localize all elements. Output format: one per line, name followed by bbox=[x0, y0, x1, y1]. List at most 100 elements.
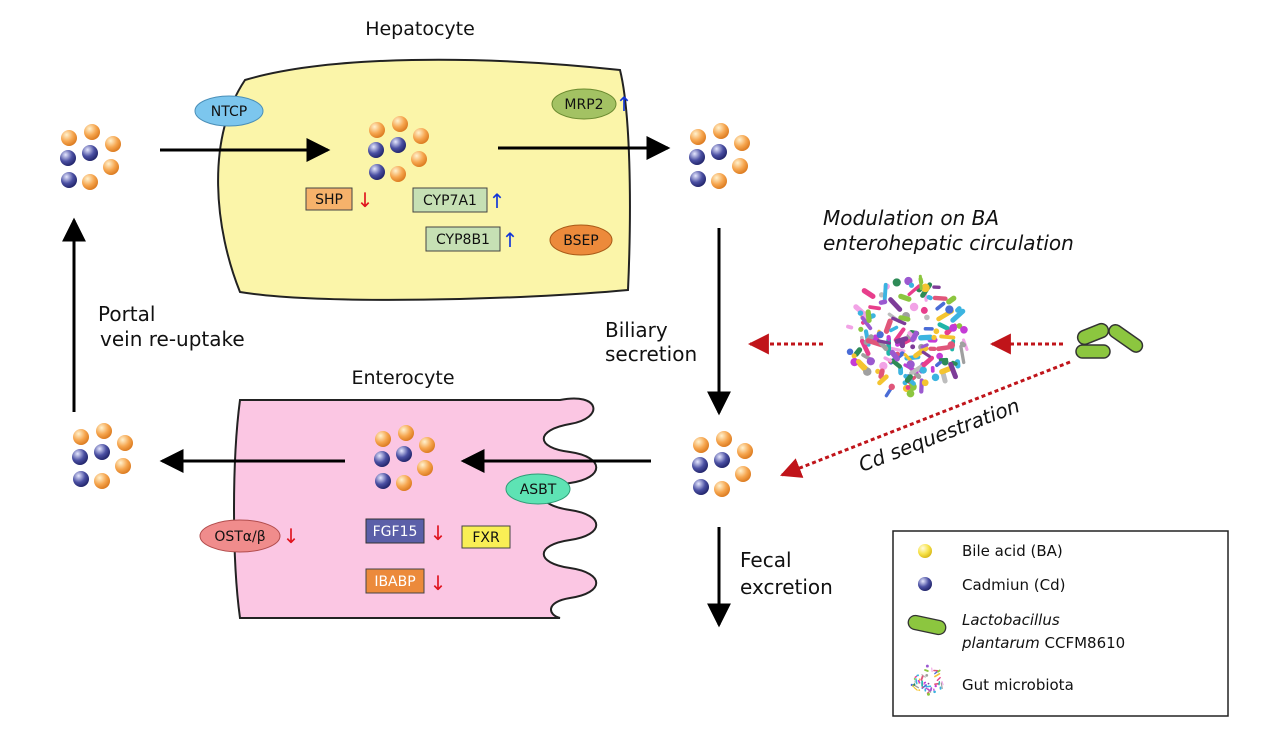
lactobacillus-rods bbox=[1075, 322, 1144, 359]
microbe bbox=[887, 346, 906, 353]
microbe bbox=[846, 348, 854, 356]
microbe bbox=[939, 366, 952, 375]
microbe bbox=[857, 310, 864, 316]
microbe bbox=[921, 379, 929, 387]
ntcp-label: NTCP bbox=[211, 104, 247, 120]
ibabp-gene: IBABP ↓ bbox=[365, 568, 447, 595]
microbe bbox=[866, 357, 875, 366]
microbe bbox=[918, 689, 921, 692]
bile-acid-particle bbox=[398, 425, 414, 441]
cyp8b1-gene: CYP8B1 ↑ bbox=[425, 226, 518, 252]
cadmium-particle bbox=[61, 172, 77, 188]
microbe bbox=[905, 385, 911, 390]
microbe bbox=[913, 678, 916, 680]
cadmium-particle bbox=[82, 145, 98, 161]
microbe bbox=[918, 274, 923, 291]
bsep-transporter: BSEP bbox=[549, 224, 613, 256]
legend-box bbox=[892, 530, 1229, 717]
fecal-label-line2: excretion bbox=[740, 575, 833, 599]
microbe bbox=[918, 334, 934, 341]
legend-lacto-line2: plantarum CCFM8610 bbox=[961, 634, 1125, 652]
microbe bbox=[924, 669, 929, 672]
microbe bbox=[926, 690, 930, 694]
microbe bbox=[903, 353, 912, 362]
bile-acid-particle bbox=[369, 122, 385, 138]
cadmium-particle bbox=[692, 457, 708, 473]
microbe bbox=[898, 315, 911, 322]
microbe bbox=[878, 292, 885, 298]
microbe bbox=[876, 331, 884, 339]
microbe bbox=[931, 334, 937, 341]
microbe bbox=[921, 283, 930, 293]
cadmium-particle bbox=[94, 444, 110, 460]
mrp2-transporter: MRP2 ↑ bbox=[551, 88, 632, 120]
microbe bbox=[898, 293, 912, 302]
microbe bbox=[888, 383, 895, 390]
particle-cluster-intestine-lumen bbox=[692, 431, 753, 497]
microbe bbox=[907, 284, 921, 297]
microbe bbox=[877, 374, 889, 386]
microbe bbox=[937, 669, 941, 673]
legend-lacto-line1: Lactobacillus bbox=[962, 611, 1060, 629]
microbe bbox=[882, 282, 888, 302]
legend-microbiota-label: Gut microbiota bbox=[962, 676, 1074, 694]
cadmium-particle bbox=[690, 171, 706, 187]
microbe bbox=[931, 667, 933, 673]
dashed-arrow-cd-sequestration bbox=[780, 360, 1071, 478]
bile-acid-particle bbox=[735, 466, 751, 482]
microbe bbox=[933, 328, 940, 335]
portal-label-line2: vein re-uptake bbox=[100, 327, 245, 351]
microbe bbox=[919, 366, 927, 374]
modulation-label-line2: enterohepatic circulation bbox=[823, 231, 1074, 255]
microbe bbox=[934, 671, 938, 675]
microbe bbox=[909, 364, 924, 376]
microbe bbox=[923, 326, 934, 331]
microbe bbox=[935, 301, 946, 311]
ntcp-transporter: NTCP bbox=[194, 95, 264, 127]
cadmium-particle bbox=[714, 452, 730, 468]
microbe bbox=[928, 346, 937, 352]
bile-acid-particle bbox=[96, 423, 112, 439]
gut-microbiota-cluster bbox=[846, 274, 969, 398]
microbe bbox=[938, 681, 941, 686]
fgf15-gene: FGF15 ↓ bbox=[365, 518, 446, 545]
microbe bbox=[913, 686, 918, 691]
microbe bbox=[917, 679, 921, 684]
bile-acid-particle bbox=[716, 431, 732, 447]
cadmium-particle bbox=[693, 479, 709, 495]
microbe bbox=[920, 306, 928, 314]
legend-lactobacillus-swatch bbox=[907, 614, 947, 636]
microbe bbox=[879, 361, 888, 371]
legend-cadmium-swatch bbox=[918, 577, 932, 591]
microbe bbox=[950, 308, 966, 323]
bile-acid-particle bbox=[413, 128, 429, 144]
legend-lacto-strain: CCFM8610 bbox=[1040, 634, 1125, 652]
microbe bbox=[932, 285, 941, 289]
shp-label: SHP bbox=[315, 192, 343, 208]
bile-acid-particle bbox=[390, 166, 406, 182]
cyp7a1-up-arrow: ↑ bbox=[489, 189, 506, 213]
microbe bbox=[925, 687, 931, 692]
microbe bbox=[933, 690, 936, 694]
cadmium-particle bbox=[73, 471, 89, 487]
enterocyte-cell bbox=[233, 397, 598, 619]
cadmium-particle bbox=[375, 473, 391, 489]
microbe bbox=[930, 366, 935, 373]
microbe bbox=[851, 353, 857, 359]
ibabp-down-arrow: ↓ bbox=[430, 571, 447, 595]
bile-acid-particle bbox=[714, 481, 730, 497]
bile-acid-particle bbox=[693, 437, 709, 453]
microbe bbox=[927, 692, 930, 696]
cadmium-particle bbox=[72, 449, 88, 465]
microbe bbox=[932, 295, 948, 301]
microbe bbox=[888, 297, 903, 312]
modulation-label-line1: Modulation on BA bbox=[823, 206, 999, 230]
particle-cluster-bile-duct bbox=[689, 123, 750, 189]
mrp2-label: MRP2 bbox=[564, 97, 603, 113]
microbe bbox=[931, 373, 940, 382]
microbe bbox=[921, 355, 935, 368]
microbe bbox=[959, 341, 967, 348]
cadmium-particle bbox=[60, 150, 76, 166]
bile-acid-particle bbox=[737, 443, 753, 459]
microbe bbox=[925, 685, 932, 688]
